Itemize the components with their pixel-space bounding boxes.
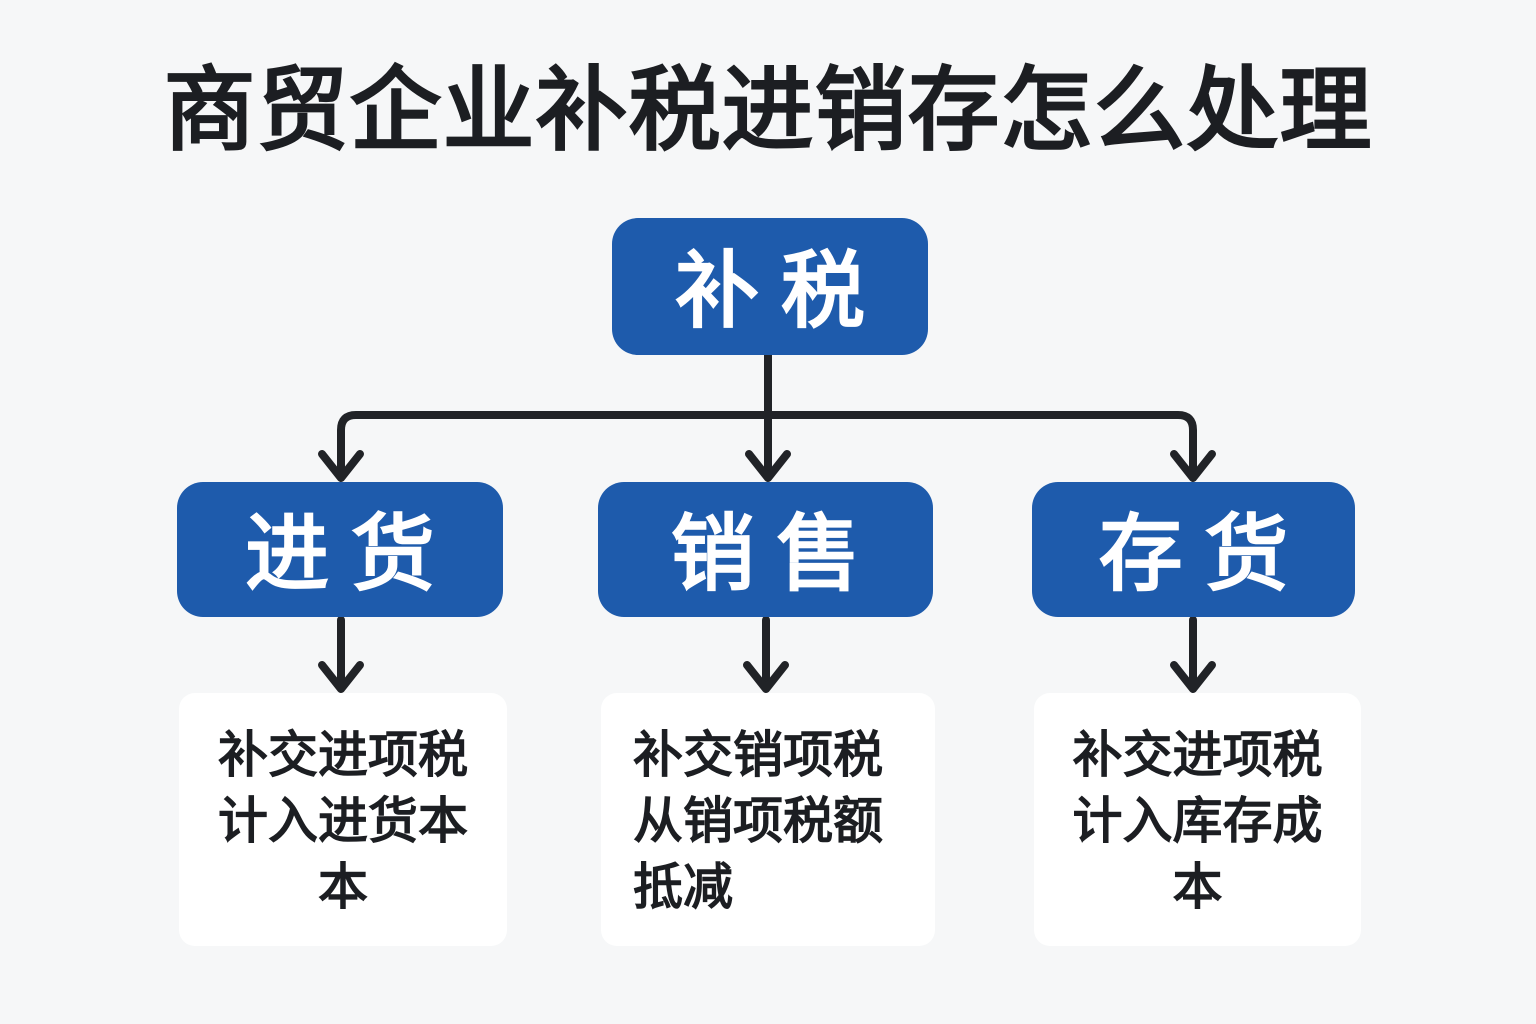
detail-card-sales: 补交销项税 从销项税额 抵减 <box>601 693 935 946</box>
detail-card-inventory-text: 补交进项税 计入库存成 本 <box>1072 727 1323 915</box>
node-purchase: 进货 <box>177 482 503 617</box>
node-root-tax-supplement: 补税 <box>612 218 928 355</box>
node-sales-label: 销售 <box>670 507 883 601</box>
arrowhead-to-sales <box>745 450 791 482</box>
node-purchase-label: 进货 <box>245 507 457 601</box>
detail-card-purchase-text: 补交进项税 计入进货本 本 <box>218 727 468 915</box>
arrowhead-to-sales-card <box>743 661 789 693</box>
arrowhead-to-inventory-card <box>1170 661 1216 693</box>
arrowhead-to-purchase-card <box>318 661 364 693</box>
connector-branch-bar <box>337 411 1197 475</box>
detail-card-purchase: 补交进项税 计入进货本 本 <box>179 693 507 946</box>
detail-card-inventory: 补交进项税 计入库存成 本 <box>1034 693 1361 946</box>
detail-card-sales-text: 补交销项税 从销项税额 抵减 <box>633 727 883 915</box>
arrowhead-to-purchase <box>318 450 364 482</box>
page-title: 商贸企业补税进销存怎么处理 <box>163 60 1373 162</box>
arrowhead-to-inventory <box>1170 450 1216 482</box>
node-inventory: 存货 <box>1032 482 1355 617</box>
node-sales: 销售 <box>598 482 933 617</box>
node-inventory-label: 存货 <box>1098 507 1311 601</box>
node-root-label: 补税 <box>675 244 887 338</box>
